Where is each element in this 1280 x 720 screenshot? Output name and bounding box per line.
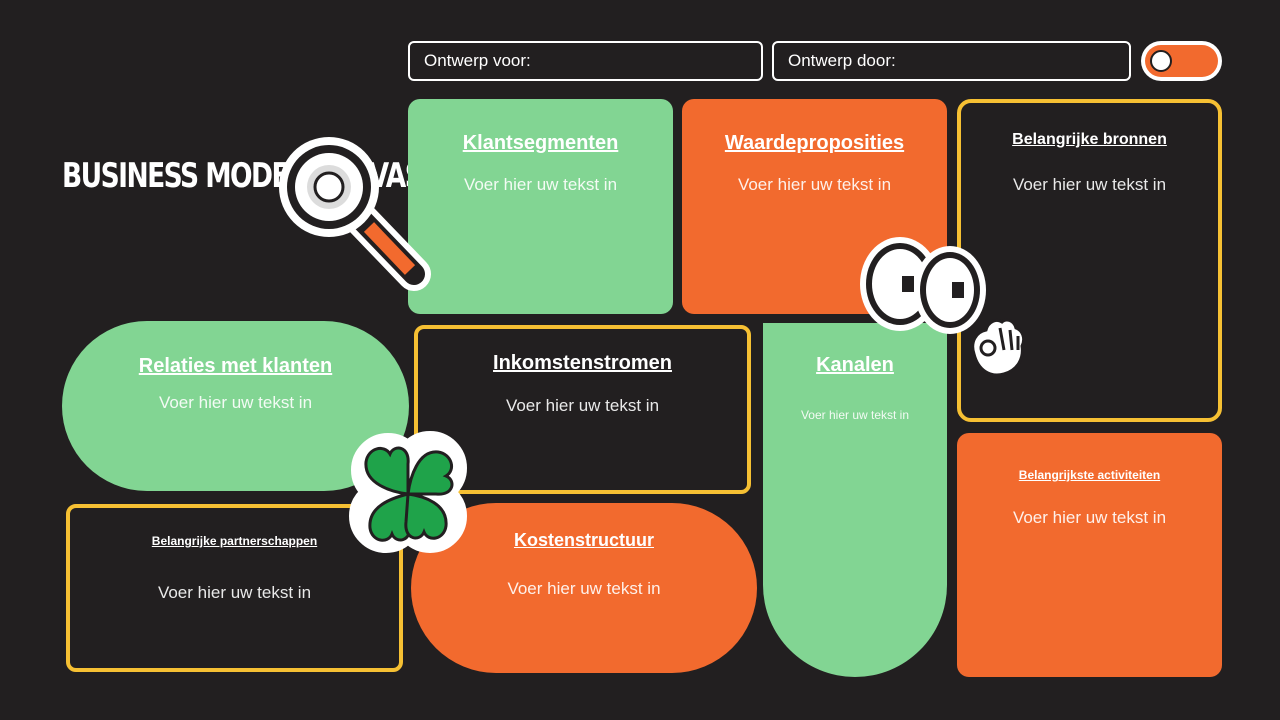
eyes-icon xyxy=(860,237,986,334)
key-activities-block[interactable]: Belangrijkste activiteiten Voer hier uw … xyxy=(957,433,1222,677)
design-by-label: Ontwerp door: xyxy=(788,51,896,70)
revenue-streams-block[interactable]: Inkomstenstromen Voer hier uw tekst in xyxy=(414,325,751,494)
value-propositions-text[interactable]: Voer hier uw tekst in xyxy=(737,175,892,194)
toggle-icon[interactable] xyxy=(1141,41,1222,81)
key-activities-title: Belangrijkste activiteiten xyxy=(1018,468,1161,482)
channels-text[interactable]: Voer hier uw tekst in xyxy=(800,408,910,422)
clover-icon xyxy=(349,431,467,553)
cost-structure-text[interactable]: Voer hier uw tekst in xyxy=(507,579,661,598)
key-partnerships-block[interactable]: Belangrijke partnerschappen Voer hier uw… xyxy=(66,504,403,672)
key-resources-title: Belangrijke bronnen xyxy=(1012,131,1167,148)
design-for-field[interactable]: Ontwerp voor: xyxy=(408,41,763,81)
value-propositions-title: Waardeproposities xyxy=(724,132,905,154)
customer-relationships-title: Relaties met klanten xyxy=(138,355,333,377)
key-activities-text[interactable]: Voer hier uw tekst in xyxy=(1012,508,1167,527)
magnifier-icon xyxy=(279,137,431,291)
design-for-label: Ontwerp voor: xyxy=(424,51,531,70)
customer-segments-text[interactable]: Voer hier uw tekst in xyxy=(463,175,618,194)
design-by-field[interactable]: Ontwerp door: xyxy=(772,41,1131,81)
toggle-knob xyxy=(1150,50,1172,72)
channels-block[interactable]: Kanalen Voer hier uw tekst in xyxy=(763,323,947,677)
customer-relationships-text[interactable]: Voer hier uw tekst in xyxy=(158,393,313,412)
key-partnerships-text[interactable]: Voer hier uw tekst in xyxy=(157,583,312,602)
ok-hand-icon xyxy=(971,318,1026,377)
cost-structure-block[interactable]: Kostenstructuur Voer hier uw tekst in xyxy=(411,503,757,673)
customer-relationships-block[interactable]: Relaties met klanten Voer hier uw tekst … xyxy=(62,321,409,491)
key-partnerships-title: Belangrijke partnerschappen xyxy=(151,534,318,548)
cost-structure-title: Kostenstructuur xyxy=(513,530,654,550)
customer-segments-block[interactable]: Klantsegmenten Voer hier uw tekst in xyxy=(408,99,673,314)
key-resources-text[interactable]: Voer hier uw tekst in xyxy=(1012,175,1167,194)
revenue-streams-text[interactable]: Voer hier uw tekst in xyxy=(505,396,660,415)
revenue-streams-title: Inkomstenstromen xyxy=(493,352,672,374)
channels-title: Kanalen xyxy=(816,354,894,376)
customer-segments-title: Klantsegmenten xyxy=(462,132,619,154)
